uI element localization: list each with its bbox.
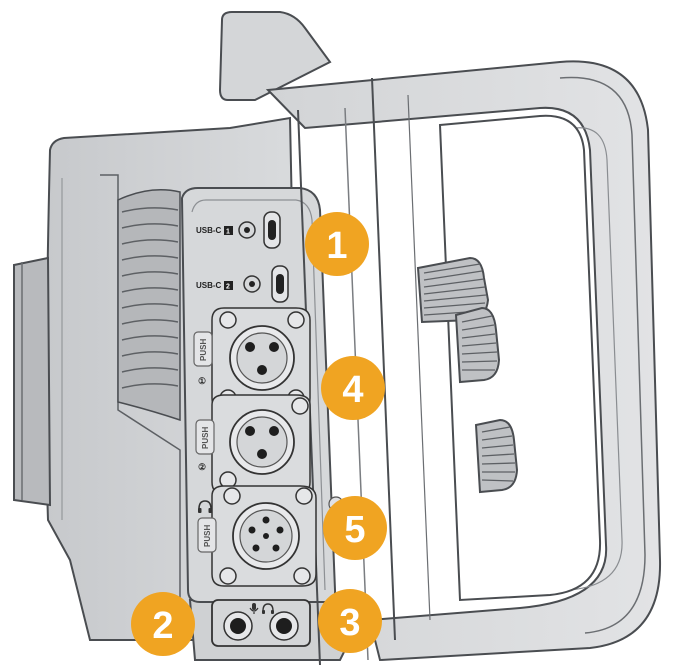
callout-5-circle	[323, 496, 387, 560]
cooling-vent	[117, 189, 181, 422]
push-label-3: PUSH	[203, 525, 212, 547]
control-dial-top	[416, 256, 490, 324]
callout-2: 2	[131, 592, 195, 656]
control-dial-bottom	[474, 418, 519, 494]
xlr-output: PUSH	[197, 485, 317, 587]
usb-c-2-label: USB-C	[196, 281, 222, 290]
lens-mount	[13, 256, 52, 507]
xlr-input-1-number: ①	[198, 376, 206, 386]
headphones-icon	[262, 603, 274, 614]
callout-3: 3	[318, 589, 382, 653]
callout-4-number: 4	[342, 369, 363, 411]
usb-c-1-label: USB-C	[196, 226, 222, 235]
top-tab	[218, 11, 332, 101]
top-handle	[265, 60, 662, 662]
callout-3-circle	[318, 589, 382, 653]
callout-5: 5	[323, 496, 387, 560]
callout-3-number: 3	[339, 602, 360, 644]
callout-4-circle	[321, 356, 385, 420]
headphones-icon	[198, 500, 212, 513]
control-dial-middle	[454, 306, 501, 384]
xlr-input-2-number: ②	[198, 462, 206, 472]
usb-c-2-number: 2	[226, 284, 230, 291]
callout-1-circle	[305, 212, 369, 276]
xlr-input-2: PUSH ②	[195, 394, 311, 495]
microphone-icon	[249, 603, 259, 614]
push-label-1: PUSH	[199, 339, 208, 361]
xlr-input-1: PUSH ①	[193, 307, 311, 411]
callout-2-circle	[131, 592, 195, 656]
audio-jacks	[211, 599, 311, 647]
callout-5-number: 5	[344, 509, 365, 551]
callout-1-number: 1	[326, 225, 347, 267]
usb-c-port-1: USB-C 1	[196, 211, 281, 249]
callout-2-number: 2	[152, 605, 173, 647]
usb-c-port-2: USB-C 2	[196, 265, 289, 303]
push-label-2: PUSH	[201, 427, 210, 449]
callout-4: 4	[321, 356, 385, 420]
callout-1: 1	[305, 212, 369, 276]
usb-c-1-number: 1	[226, 229, 230, 236]
